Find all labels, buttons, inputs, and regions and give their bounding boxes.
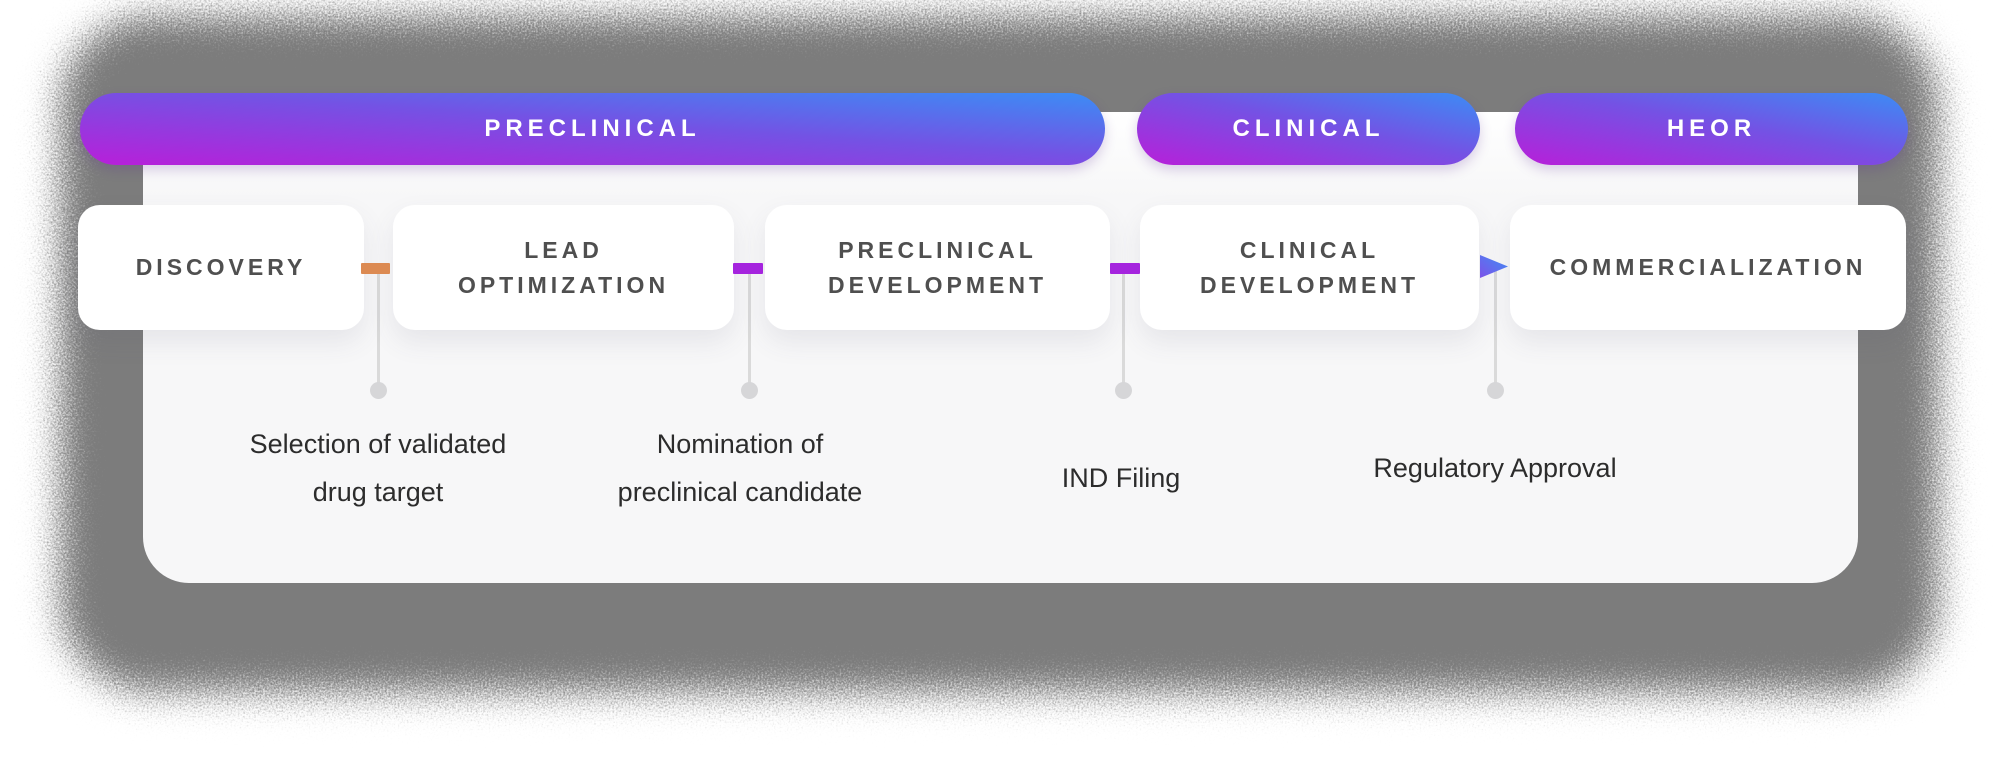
milestone-ind-filing: IND Filing bbox=[996, 454, 1246, 502]
stage-box-lead-optimization: LEAD OPTIMIZATION bbox=[393, 205, 734, 330]
phase-pill-clinical: CLINICAL bbox=[1137, 93, 1480, 165]
dropline-1 bbox=[377, 270, 380, 384]
milestone-dot-2 bbox=[741, 382, 758, 399]
stage-label-line2: OPTIMIZATION bbox=[457, 271, 670, 298]
stage-label-line1: PRECLINICAL bbox=[838, 236, 1037, 263]
connector-dash-purple-1 bbox=[733, 263, 763, 274]
stage-label-line1: CLINICAL bbox=[1239, 236, 1380, 263]
milestone-line1: IND Filing bbox=[1061, 463, 1181, 493]
phase-label-heor: HEOR bbox=[1666, 115, 1757, 142]
milestone-dot-3 bbox=[1115, 382, 1132, 399]
dropline-3 bbox=[1122, 270, 1125, 384]
milestone-dot-4 bbox=[1487, 382, 1504, 399]
phase-label-preclinical: PRECLINICAL bbox=[484, 115, 701, 142]
stage-label-line2: DEVELOPMENT bbox=[827, 271, 1048, 298]
phase-label-clinical: CLINICAL bbox=[1232, 115, 1385, 142]
milestone-selection-of-validated-drug-target: Selection of validated drug target bbox=[218, 420, 538, 516]
stage-box-discovery: DISCOVERY bbox=[78, 205, 364, 330]
milestone-dot-1 bbox=[370, 382, 387, 399]
milestone-regulatory-approval: Regulatory Approval bbox=[1320, 444, 1670, 492]
connector-dash-orange bbox=[361, 263, 390, 274]
stage-box-preclinical-development: PRECLINICAL DEVELOPMENT bbox=[765, 205, 1110, 330]
milestone-line1: Regulatory Approval bbox=[1373, 453, 1617, 483]
stage-label: DISCOVERY bbox=[135, 254, 307, 280]
dropline-4 bbox=[1494, 270, 1497, 384]
milestone-line2: drug target bbox=[312, 477, 444, 507]
dropline-2 bbox=[748, 270, 751, 384]
milestone-nomination-of-preclinical-candidate: Nomination of preclinical candidate bbox=[565, 420, 915, 516]
stage-label-line1: LEAD bbox=[524, 236, 603, 263]
phase-pill-preclinical: PRECLINICAL bbox=[80, 93, 1105, 165]
stage-label: COMMERCIALIZATION bbox=[1549, 254, 1867, 280]
stage-box-clinical-development: CLINICAL DEVELOPMENT bbox=[1140, 205, 1479, 330]
stage-label-line2: DEVELOPMENT bbox=[1199, 271, 1420, 298]
milestone-line1: Selection of validated bbox=[249, 429, 507, 459]
milestone-line2: preclinical candidate bbox=[617, 477, 863, 507]
phase-pill-heor: HEOR bbox=[1515, 93, 1908, 165]
main-card bbox=[143, 112, 1858, 583]
stage-box-commercialization: COMMERCIALIZATION bbox=[1510, 205, 1906, 330]
connector-dash-purple-2 bbox=[1110, 263, 1140, 274]
milestone-line1: Nomination of bbox=[656, 429, 824, 459]
connector-arrow-icon bbox=[1480, 254, 1509, 279]
